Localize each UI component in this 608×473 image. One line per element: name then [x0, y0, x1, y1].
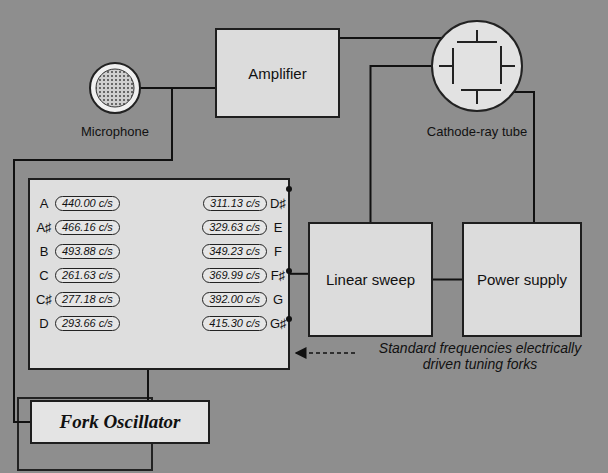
- panel-callout: Standard frequencies electrically driven…: [360, 340, 600, 372]
- fork-prong: 277.18 c/s: [55, 292, 120, 307]
- wire: [290, 273, 308, 275]
- tuning-fork: F♯ 369.99 c/s: [168, 266, 286, 284]
- wire: [514, 92, 534, 222]
- note-letter: C: [36, 268, 52, 283]
- note-letter: D♯: [270, 196, 286, 211]
- fork-prong: 329.63 c/s: [202, 220, 267, 235]
- fork-prong: 440.00 c/s: [55, 196, 120, 211]
- wire: [340, 37, 442, 39]
- crt-label: Cathode-ray tube: [423, 124, 531, 139]
- terminal-dot: [286, 186, 292, 192]
- fork-frequency: 493.88 c/s: [62, 245, 113, 257]
- wire: [433, 279, 462, 281]
- fork-frequency: 415.30 c/s: [209, 317, 260, 329]
- note-letter: A: [36, 196, 52, 211]
- crt-envelope: [432, 21, 522, 111]
- fork-prong: 493.88 c/s: [55, 244, 120, 259]
- fork-frequency: 277.18 c/s: [62, 293, 113, 305]
- fork-frequency: 466.16 c/s: [62, 221, 113, 233]
- tuning-fork: E 329.63 c/s: [168, 218, 286, 236]
- box-label: Fork Oscillator: [56, 407, 185, 437]
- leader-line: [296, 352, 355, 354]
- fork-panel: Standard frequencies electrically driven…: [28, 178, 290, 370]
- microphone-label: Microphone: [66, 124, 164, 139]
- note-letter: F: [270, 244, 286, 259]
- fork-frequency: 369.99 c/s: [209, 269, 260, 281]
- fork-prong: 369.99 c/s: [202, 268, 267, 283]
- box-label: Amplifier: [244, 61, 310, 86]
- microphone-rim: [90, 63, 140, 113]
- microphone-symbol: [66, 62, 164, 118]
- fork-prong: 293.66 c/s: [55, 316, 120, 331]
- wire: [371, 66, 433, 222]
- fork-prong: 392.00 c/s: [202, 292, 267, 307]
- tuning-fork: A♯ 466.16 c/s: [36, 218, 154, 236]
- box-label: Power supply: [473, 267, 571, 292]
- process-box: Power supply: [462, 222, 582, 337]
- tuning-fork: A 440.00 c/s: [36, 194, 154, 212]
- note-letter: G: [270, 292, 286, 307]
- terminal-dot: [286, 316, 292, 322]
- tuning-fork: D 293.66 c/s: [36, 314, 154, 332]
- process-box: Linear sweep: [308, 222, 433, 337]
- microphone-grille: [96, 69, 134, 107]
- microphone: Microphone: [66, 62, 164, 148]
- note-letter: B: [36, 244, 52, 259]
- crt-symbol: [431, 20, 523, 114]
- cathode-ray-tube: Cathode-ray tube: [431, 20, 523, 168]
- fork-prong: 349.23 c/s: [202, 244, 267, 259]
- fork-prong: 311.13 c/s: [203, 196, 267, 211]
- note-letter: C♯: [36, 292, 52, 307]
- note-letter: A♯: [36, 220, 52, 235]
- note-letter: F♯: [270, 268, 286, 283]
- box-label: Linear sweep: [322, 267, 419, 292]
- fork-frequency: 293.66 c/s: [62, 317, 113, 329]
- tuning-fork: F 349.23 c/s: [168, 242, 286, 260]
- fork-frequency: 440.00 c/s: [62, 197, 113, 209]
- wire: [147, 370, 149, 400]
- tuning-fork: C♯ 277.18 c/s: [36, 290, 154, 308]
- process-box: Amplifier: [215, 28, 340, 118]
- note-letter: E: [270, 220, 286, 235]
- fork-frequency: 349.23 c/s: [209, 245, 260, 257]
- tuning-fork: D♯ 311.13 c/s: [168, 194, 286, 212]
- fork-prong: 415.30 c/s: [202, 316, 267, 331]
- wire: [140, 87, 215, 89]
- terminal-dot: [286, 268, 292, 274]
- note-letter: G♯: [270, 316, 286, 331]
- fork-frequency: 311.13 c/s: [210, 197, 260, 209]
- tuning-fork: G 392.00 c/s: [168, 290, 286, 308]
- tuning-fork: G♯ 415.30 c/s: [168, 314, 286, 332]
- fork-prong: 261.63 c/s: [55, 268, 120, 283]
- tuning-fork: B 493.88 c/s: [36, 242, 154, 260]
- fork-frequency: 392.00 c/s: [209, 293, 260, 305]
- deflection-plates: [439, 30, 515, 104]
- process-box: Fork Oscillator: [30, 400, 210, 444]
- tuning-fork: C 261.63 c/s: [36, 266, 154, 284]
- fork-frequency: 261.63 c/s: [62, 269, 113, 281]
- fork-frequency: 329.63 c/s: [209, 221, 260, 233]
- fork-prong: 466.16 c/s: [55, 220, 120, 235]
- note-letter: D: [36, 316, 52, 331]
